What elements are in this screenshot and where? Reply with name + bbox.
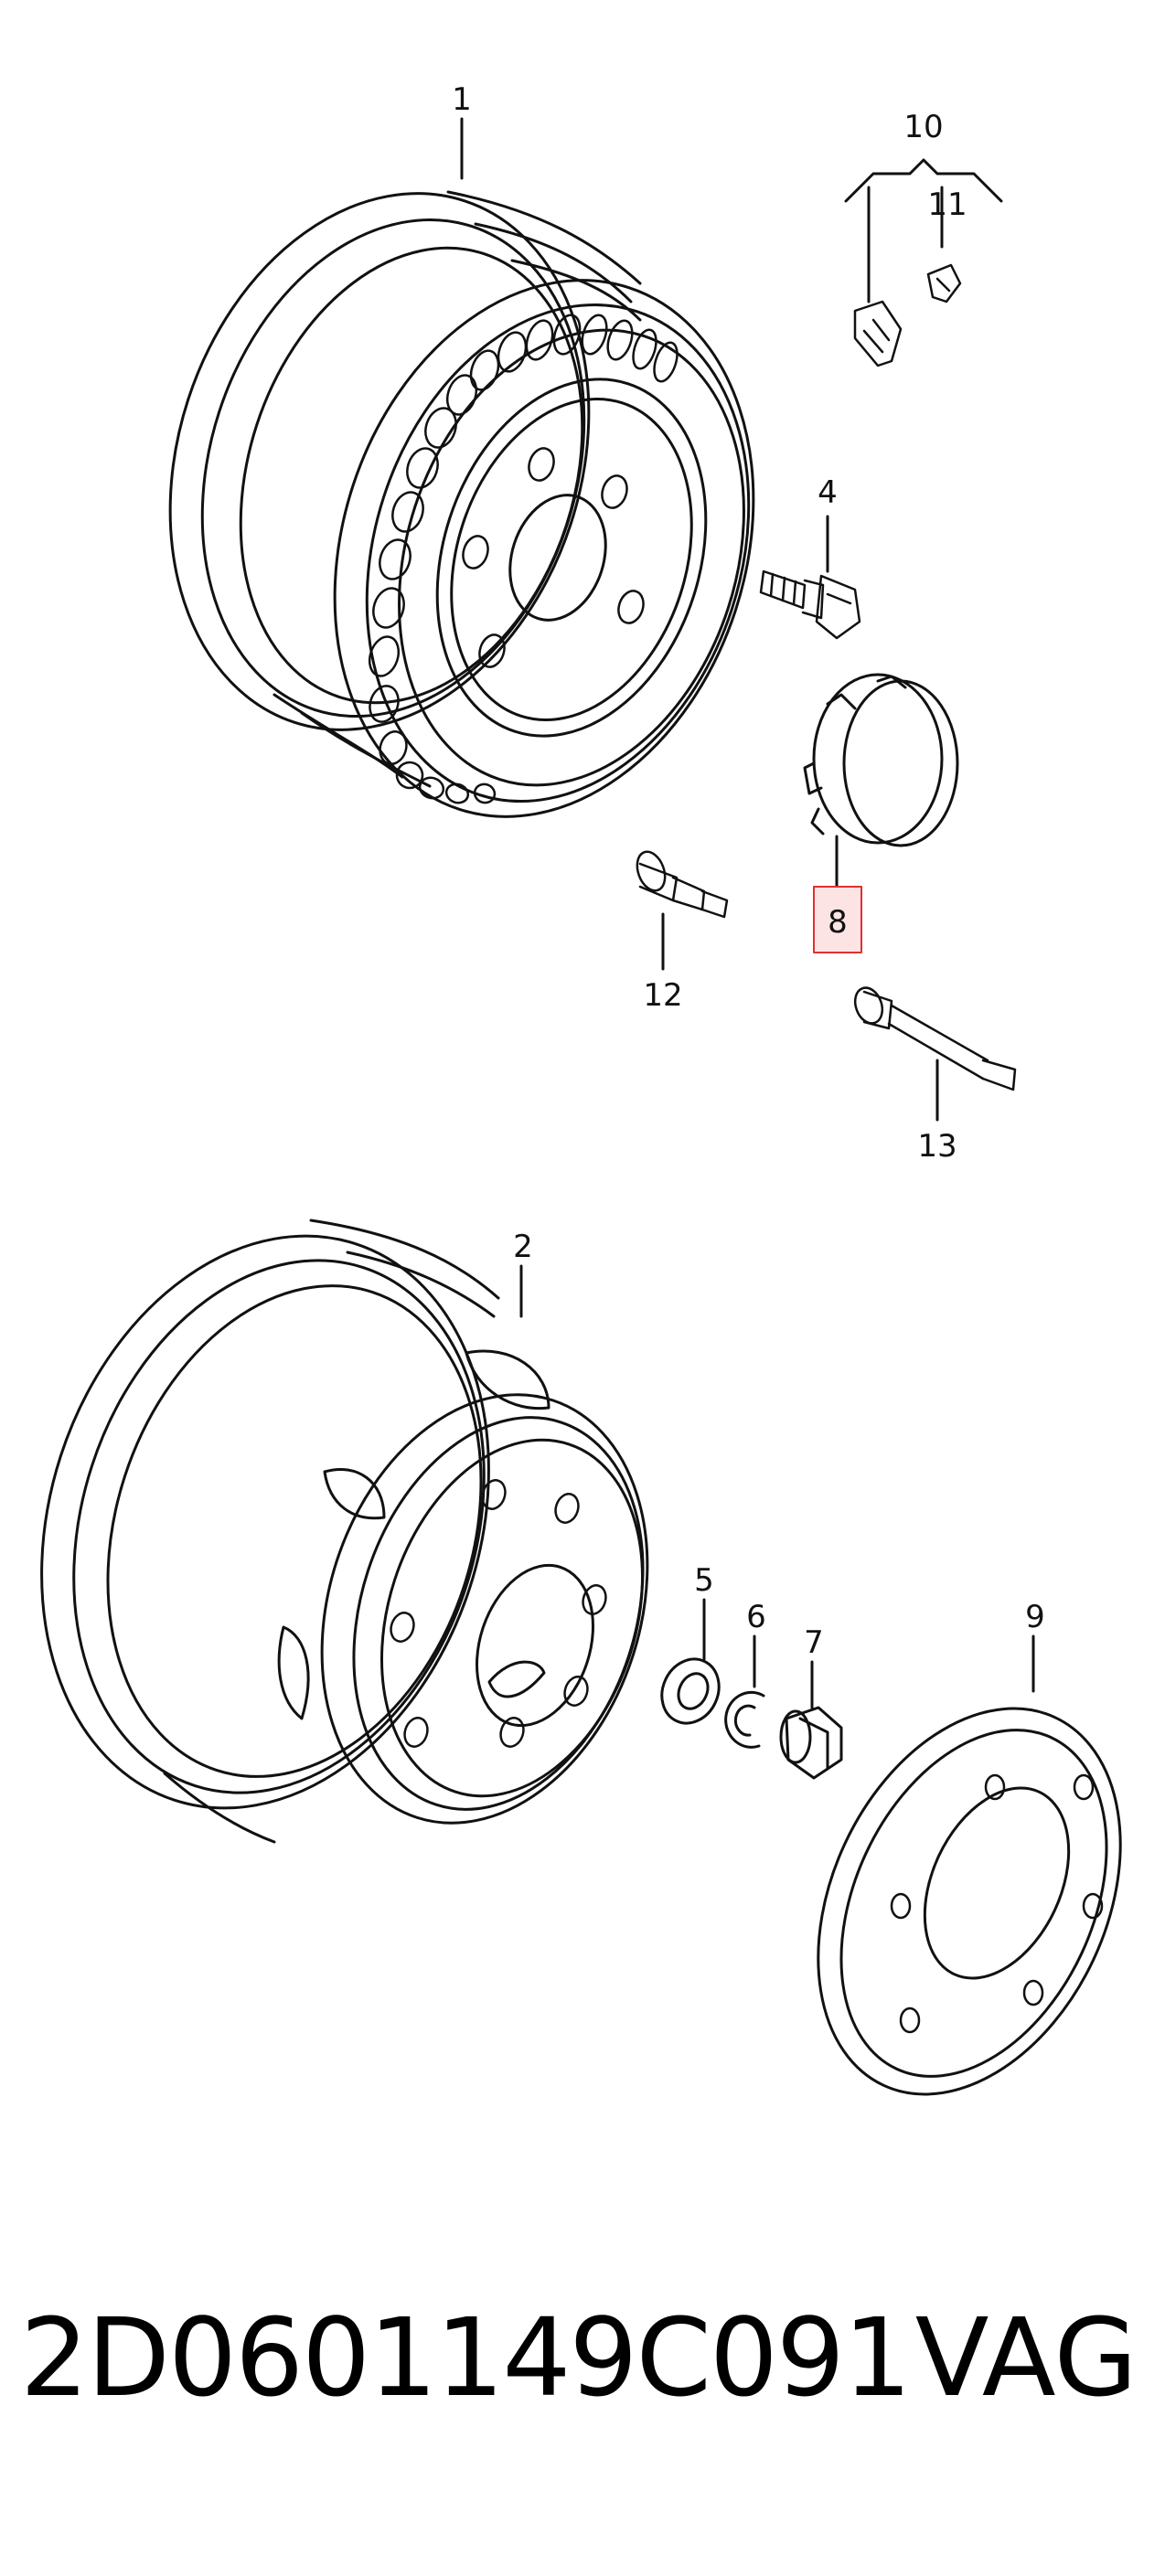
balancing-weight-bracket-10 <box>844 158 1003 303</box>
callout-10: 10 <box>903 109 943 145</box>
callout-2: 2 <box>513 1229 533 1265</box>
callout-6: 6 <box>746 1599 766 1635</box>
callout-9: 9 <box>1025 1599 1045 1635</box>
callout-1: 1 <box>452 81 472 118</box>
callout-12: 12 <box>643 977 682 1014</box>
callout-11: 11 <box>927 186 967 223</box>
wheel-cover-disc-icon <box>817 1707 1122 2096</box>
wheel-bolt-icon <box>759 569 861 640</box>
part-number-label: 2D0601149C091 <box>20 2294 912 2421</box>
tyre-valve-icon <box>636 850 729 919</box>
brand-label: VAG <box>914 2294 1138 2421</box>
callout-8: 8 <box>828 904 848 941</box>
callout-8-highlight-box <box>813 886 862 953</box>
steel-wheel-part-2 <box>40 1219 649 1844</box>
washer-icon <box>660 1657 721 1725</box>
callout-13: 13 <box>917 1128 957 1165</box>
valve-extension-icon <box>853 986 1017 1091</box>
wheel-nut-icon <box>779 1706 843 1780</box>
steel-wheel-part-1 <box>168 190 755 818</box>
callout-5: 5 <box>694 1562 714 1599</box>
spring-washer-icon <box>724 1690 765 1749</box>
callout-4: 4 <box>818 474 838 511</box>
hub-cap-icon <box>803 673 959 847</box>
clip-icon <box>926 263 962 303</box>
callout-7: 7 <box>804 1624 824 1661</box>
clip-on-weight-icon <box>853 300 903 367</box>
